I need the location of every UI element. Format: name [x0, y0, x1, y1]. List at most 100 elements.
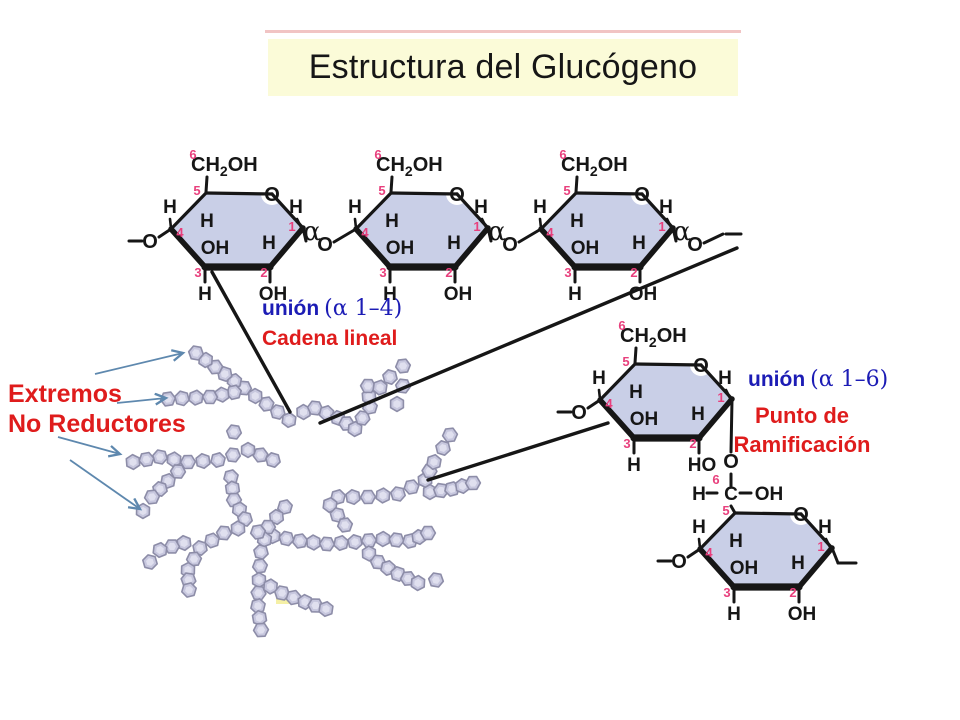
alpha-symbol: α [673, 217, 691, 247]
glucose-unit-hexagon-face [322, 540, 332, 548]
carbon-number: 1 [658, 219, 665, 234]
glucose-unit-hexagon-face [167, 542, 177, 551]
atom-label: H [659, 197, 673, 218]
bond-line [204, 191, 274, 196]
glucose-unit-hexagon-face [254, 602, 262, 610]
glucose-unit-hexagon-face [337, 539, 345, 547]
glucose-unit-hexagon-face [432, 576, 440, 584]
glucose-unit-hexagon-face [296, 537, 304, 545]
carbon-number: 4 [605, 396, 613, 411]
glucose-unit-hexagon-face [156, 453, 164, 461]
bond-line [354, 191, 393, 231]
glucose-unit-hexagon-face [326, 500, 334, 510]
glucose-unit-hexagon-face [394, 490, 402, 498]
glucose-unit-hexagon-face [196, 544, 204, 552]
glucose-unit-hexagon-face [364, 536, 374, 545]
glucose-unit-hexagon-face [156, 545, 164, 555]
bond-line [301, 226, 308, 243]
carbon-number: 5 [622, 354, 629, 369]
glucose-unit-hexagon-face [214, 456, 222, 464]
bond-line [517, 227, 543, 244]
carbon-number: 1 [817, 539, 824, 554]
atom-label: H [729, 531, 743, 552]
carbon-number: 5 [563, 183, 570, 198]
extremos-line2: No Reductores [8, 410, 186, 438]
glucose-unit-hexagon-face [448, 485, 456, 493]
glucose-unit-hexagon-face [256, 626, 266, 634]
atom-label: OH [730, 558, 759, 579]
union-1-6-word: unión [748, 368, 806, 391]
extremos-line1: Extremos [8, 380, 122, 408]
carbon-number: 4 [176, 225, 184, 240]
bond-line [353, 226, 393, 270]
glucose-unit-hexagon-face [365, 392, 373, 401]
bond-line [452, 225, 491, 270]
bond-line [353, 217, 358, 230]
glucose-unit-hexagon-face [173, 467, 183, 476]
glucose-unit-hexagon-face [386, 373, 394, 381]
glucose-unit-hexagon-face [234, 524, 242, 533]
atom-label: OH [201, 238, 230, 259]
glucose-unit-hexagon-face [164, 477, 172, 485]
glucose-unit-hexagon-face [333, 511, 342, 519]
carbon-number: 4 [705, 545, 713, 560]
bond-line [538, 226, 578, 270]
ring-oxygen-label: O [449, 184, 465, 206]
carbon-number: 4 [361, 225, 369, 240]
carbon-number: 2 [445, 265, 452, 280]
bond-line [633, 362, 703, 367]
atom-label: H [163, 197, 177, 218]
label-union-alpha-1-6: unión(α 1–6) [748, 367, 888, 392]
bond-line [729, 504, 737, 515]
atom-label: H [533, 197, 547, 218]
bond-line [724, 388, 732, 400]
glucose-unit-hexagon-face [289, 593, 298, 602]
glucose-unit-hexagon-face [239, 384, 249, 392]
glucose-unit-hexagon-face [178, 394, 186, 403]
glucose-unit-hexagon-face [219, 529, 229, 537]
glucose-unit-hexagon-face [229, 496, 239, 504]
pointer-line-alpha-1-4 [318, 246, 739, 425]
bond-line [597, 397, 637, 441]
ch2oh-label: CH2OH [376, 154, 443, 179]
glucose-unit-hexagon-face [363, 493, 373, 501]
glucose-unit-hexagon-face [351, 538, 359, 546]
glucose-unit-hexagon-face [254, 589, 263, 597]
carbon-number: 1 [717, 390, 724, 405]
atom-label: OH [444, 284, 473, 305]
glucose-unit-hexagon-face [376, 383, 384, 392]
label-cadena-lineal: Cadena lineal [262, 327, 398, 350]
bond-line [597, 388, 602, 401]
atom-label: HO [688, 455, 717, 476]
glucose-unit-hexagon-face [445, 431, 455, 439]
bond-line [332, 227, 358, 244]
glucose-unit-hexagon-face [393, 399, 401, 409]
glucose-unit-hexagon-face [199, 457, 207, 465]
title-box-top-edge [265, 30, 741, 33]
glucose-unit-hexagon-face [230, 388, 238, 397]
punto-line2: Ramificación [733, 432, 871, 457]
ch2oh-label: CH2OH [191, 154, 258, 179]
extremos-arrow-1 [94, 353, 183, 375]
glucose-ring-face [600, 364, 732, 438]
atom-label: H [198, 284, 212, 305]
glycosidic-oxygen-label: O [571, 402, 587, 424]
ch2oh-label: CH2OH [620, 325, 687, 350]
glucose-unit-hexagon-face [281, 503, 289, 511]
glucose-unit-hexagon-face [185, 586, 193, 594]
glucose-unit-hexagon-face [192, 349, 200, 357]
atom-label: OH [788, 604, 817, 625]
glucose-ring-face [356, 193, 488, 267]
glucose-unit-hexagon-face [341, 521, 349, 529]
carbon-number: 3 [723, 585, 730, 600]
ring-oxygen-label: O [634, 184, 650, 206]
glucose-unit-hexagon-face [255, 575, 263, 585]
glucose-unit-hexagon-face [272, 512, 281, 522]
bond-line [702, 232, 725, 245]
bond-line [586, 398, 602, 410]
alpha-1-6-oxygen-label: O [723, 451, 739, 473]
alpha-symbol: α [488, 217, 506, 247]
atom-label: H [447, 233, 461, 254]
glucose-unit-hexagon-face [189, 555, 199, 563]
